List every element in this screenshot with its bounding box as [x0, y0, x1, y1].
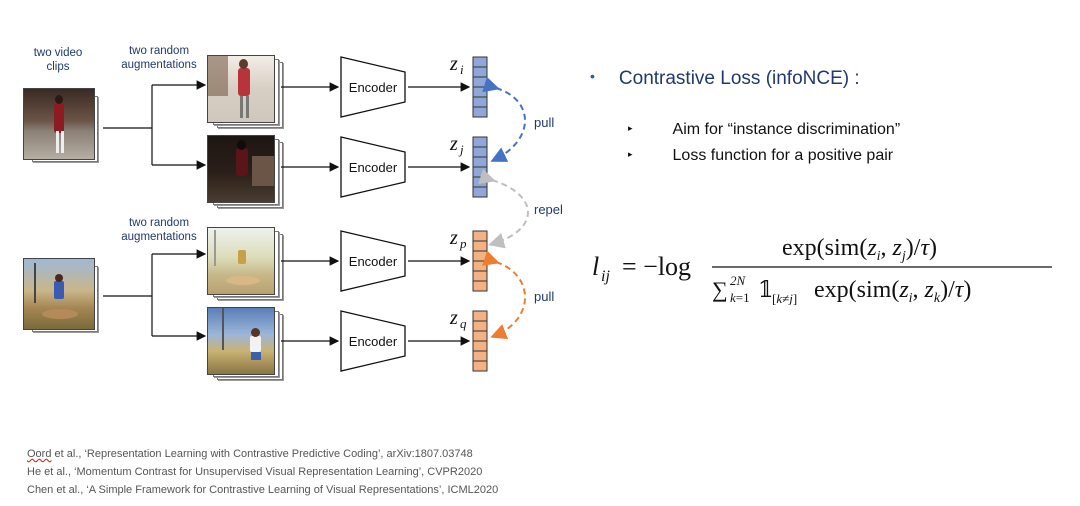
- reference-2: He et al., ‘Momentum Contrast for Unsupe…: [27, 466, 482, 478]
- svg-text:z: z: [449, 307, 458, 329]
- bullet-item-1: ▸ Aim for “instance discrimination”: [628, 121, 900, 139]
- svg-text:exp(sim(zi, zj)/τ): exp(sim(zi, zj)/τ): [782, 235, 937, 264]
- encoder-3: Encoder: [340, 230, 406, 292]
- embedding-cell: [472, 280, 488, 292]
- triangle-bullet-icon: ▸: [628, 123, 633, 133]
- clips-label-line2: clips: [46, 61, 70, 74]
- encoder-1: Encoder: [340, 56, 406, 118]
- z-sub-q: q: [460, 316, 467, 331]
- z-sub-i: i: [460, 62, 464, 77]
- reference-1: Oord et al., ‘Representation Learning wi…: [27, 448, 473, 460]
- reference-1-text: et al., ‘Representation Learning with Co…: [51, 448, 473, 460]
- encoder-1-label: Encoder: [349, 80, 398, 95]
- embedding-cell: [472, 250, 488, 262]
- pull-arrow-orange: [482, 250, 526, 340]
- svg-text:l: l: [592, 252, 599, 281]
- aug-bottom-line1: two random: [128, 217, 190, 229]
- embedding-cell: [472, 330, 488, 342]
- bullet-dot-icon: •: [590, 68, 595, 84]
- embedding-cell: [472, 96, 488, 108]
- embedding-cell: [472, 310, 488, 322]
- svg-text:z: z: [449, 133, 458, 155]
- branch-connector-bottom: [103, 249, 207, 341]
- pull-arrow-blue: [482, 76, 526, 162]
- embedding-zj: [472, 136, 488, 198]
- bullet-item-1-text: Aim for “instance discrimination”: [672, 121, 901, 138]
- svg-text:∑: ∑: [712, 277, 728, 302]
- augmentations-label-top: two random augmentations: [112, 44, 206, 73]
- embedding-zq: [472, 310, 488, 372]
- embedding-cell: [472, 176, 488, 188]
- reference-2-text: He et al., ‘Momentum Contrast for Unsupe…: [27, 466, 483, 478]
- embedding-cell: [472, 320, 488, 332]
- embedding-cell: [472, 260, 488, 272]
- repel-arrow: [478, 168, 529, 249]
- svg-text:= −log: = −log: [622, 252, 691, 281]
- clips-label-line1: two video: [33, 47, 83, 59]
- embedding-cell: [472, 86, 488, 98]
- embedding-cell: [472, 240, 488, 252]
- encoder-3-label: Encoder: [349, 254, 398, 269]
- pull-label-bottom: pull: [534, 289, 555, 304]
- view-to-encoder-arrows: [281, 82, 340, 346]
- embedding-cell: [472, 66, 488, 78]
- aug-top-line2: augmentations: [121, 59, 197, 72]
- embedding-zi: [472, 56, 488, 118]
- embedding-cell: [472, 156, 488, 168]
- reference-3: Chen et al., ‘A Simple Framework for Con…: [27, 484, 498, 496]
- clips-label: two video clips: [20, 46, 96, 75]
- svg-text:ij: ij: [601, 268, 610, 285]
- encoder-4: Encoder: [340, 310, 406, 372]
- encoder-2-label: Encoder: [349, 160, 398, 175]
- aug-bottom-line2: augmentations: [121, 231, 197, 244]
- embedding-cell: [472, 56, 488, 68]
- embedding-cell: [472, 76, 488, 88]
- reference-1-lead: Oord: [27, 448, 52, 460]
- pull-label-top: pull: [534, 115, 555, 130]
- embedding-cell: [472, 136, 488, 148]
- svg-text:z: z: [449, 53, 458, 75]
- svg-text:exp(sim(zi, zk)/τ): exp(sim(zi, zk)/τ): [814, 277, 971, 305]
- z-sub-j: j: [458, 142, 464, 157]
- embedding-cell: [472, 166, 488, 178]
- svg-text:z: z: [449, 227, 458, 249]
- embedding-cell: [472, 340, 488, 352]
- embedding-cell: [472, 186, 488, 198]
- reference-3-text: Chen et al., ‘A Simple Framework for Con…: [27, 484, 499, 496]
- repel-label: repel: [534, 202, 563, 217]
- loss-heading-text: Contrastive Loss (infoNCE) :: [618, 68, 860, 89]
- svg-text:[k≠j]: [k≠j]: [772, 291, 797, 305]
- embedding-cell: [472, 360, 488, 372]
- contrastive-diagram: two video clips two random augmentations…: [0, 0, 580, 430]
- encoder-4-label: Encoder: [349, 334, 398, 349]
- bullet-item-2: ▸ Loss function for a positive pair: [628, 147, 893, 165]
- augmentations-label-bottom: two random augmentations: [112, 216, 206, 245]
- embedding-cell: [472, 106, 488, 118]
- z-sub-p: p: [459, 236, 467, 251]
- loss-heading: • Contrastive Loss (infoNCE) :: [590, 68, 860, 90]
- svg-text:k=1: k=1: [730, 290, 750, 305]
- svg-text:𝟙: 𝟙: [758, 277, 773, 302]
- embedding-zp: [472, 230, 488, 292]
- embedding-cell: [472, 350, 488, 362]
- infonce-formula: l ij = −log exp(sim(zi, zj)/τ) ∑ 2N k=1 …: [592, 225, 1062, 306]
- branch-connector-top: [103, 80, 207, 170]
- aug-top-line1: two random: [128, 45, 190, 57]
- encoder-2: Encoder: [340, 136, 406, 198]
- embedding-cell: [472, 230, 488, 242]
- embedding-cell: [472, 146, 488, 158]
- formula-svg: l ij = −log exp(sim(zi, zj)/τ) ∑ 2N k=1 …: [592, 235, 1052, 306]
- encoder-to-embedding-arrows: [408, 82, 471, 346]
- bullet-item-2-text: Loss function for a positive pair: [672, 147, 894, 164]
- triangle-bullet-icon: ▸: [628, 149, 633, 159]
- embedding-cell: [472, 270, 488, 282]
- svg-text:2N: 2N: [730, 273, 747, 288]
